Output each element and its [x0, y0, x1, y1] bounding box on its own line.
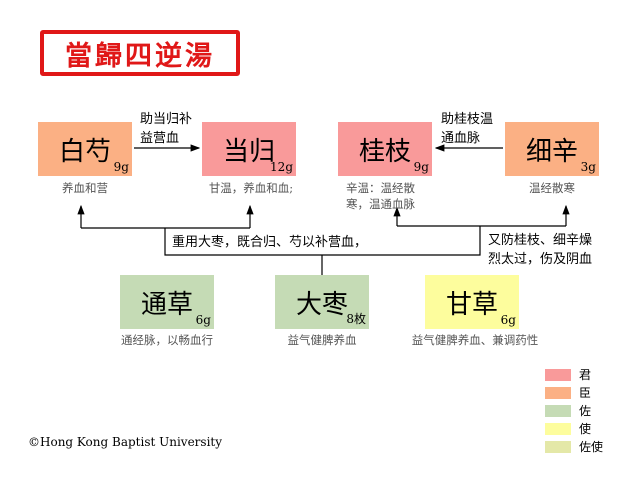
herb-dose: 3g	[580, 160, 596, 174]
desc-line: 辛温：温经散	[346, 181, 415, 195]
legend-item-jun: 君	[545, 366, 591, 383]
herb-box-xixin: 细辛 3g	[505, 122, 599, 176]
herb-box-baishao: 白芍 9g	[38, 122, 132, 176]
herb-name: 白芍	[58, 137, 111, 167]
legend-swatch	[545, 368, 571, 381]
legend-swatch	[545, 386, 571, 399]
herb-desc-gancao: 益气健脾养血、兼调药性	[411, 333, 539, 347]
herb-desc-xixin: 温经散寒	[529, 181, 575, 195]
note-dazao-left: 重用大枣，既合归、芍以补营血，	[172, 235, 368, 250]
legend-item-chen: 臣	[545, 384, 591, 401]
herb-dose: 9g	[113, 160, 129, 174]
herb-box-gancao: 甘草 6g	[425, 275, 519, 329]
note-baishao-danggui: 助当归补 益营血	[140, 110, 192, 148]
herb-box-tongcao: 通草 6g	[120, 275, 214, 329]
legend-item-zuo: 佐	[545, 402, 591, 419]
legend-item-shi: 使	[545, 420, 591, 437]
desc-line: 寒，温通血脉	[346, 197, 415, 211]
legend-label: 佐使	[579, 440, 604, 454]
legend-label: 臣	[579, 386, 592, 400]
herb-desc-baishao: 养血和营	[62, 181, 108, 195]
herb-desc-guizhi: 辛温：温经散 寒，温通血脉	[346, 180, 415, 212]
herb-name: 细辛	[525, 137, 578, 167]
herb-desc-dazao: 益气健脾养血	[287, 333, 357, 347]
legend-swatch	[545, 404, 571, 417]
legend-swatch	[545, 440, 571, 453]
note-line: 通血脉	[441, 131, 481, 146]
herb-dose: 8枚	[346, 312, 366, 326]
herb-box-guizhi: 桂枝 9g	[338, 122, 432, 176]
herb-desc-danggui: 甘温，养血和血;	[208, 181, 294, 195]
herb-desc-tongcao: 通经脉，以畅血行	[121, 333, 213, 347]
note-line: 助当归补	[140, 112, 193, 127]
herb-box-danggui: 当归 12g	[202, 122, 296, 176]
note-line: 助桂枝温	[441, 112, 494, 127]
formula-title-seal: 當歸四逆湯	[40, 30, 240, 76]
herb-dose: 6g	[195, 313, 211, 327]
legend-label: 君	[579, 368, 592, 382]
herb-name: 大枣	[295, 290, 348, 320]
copyright: ©Hong Kong Baptist University	[28, 435, 223, 449]
legend-item-zuoshi: 佐使	[545, 438, 603, 455]
note-dazao-right: 又防桂枝、细辛燥 烈太过，伤及阴血	[488, 231, 592, 269]
herb-dose: 12g	[270, 160, 293, 174]
legend-swatch	[545, 422, 571, 435]
legend-label: 佐	[579, 404, 592, 418]
legend-label: 使	[579, 422, 592, 436]
note-line: 益营血	[140, 131, 180, 146]
herb-dose: 9g	[413, 160, 429, 174]
herb-name: 甘草	[445, 290, 498, 320]
herb-name: 当归	[222, 137, 275, 167]
note-line: 烈太过，伤及阴血	[488, 252, 593, 267]
herb-name: 桂枝	[358, 137, 411, 167]
note-line: 又防桂枝、细辛燥	[488, 233, 593, 248]
note-xixin-guizhi: 助桂枝温 通血脉	[441, 110, 493, 148]
herb-dose: 6g	[500, 313, 516, 327]
herb-box-dazao: 大枣 8枚	[275, 275, 369, 329]
herb-name: 通草	[140, 290, 193, 320]
